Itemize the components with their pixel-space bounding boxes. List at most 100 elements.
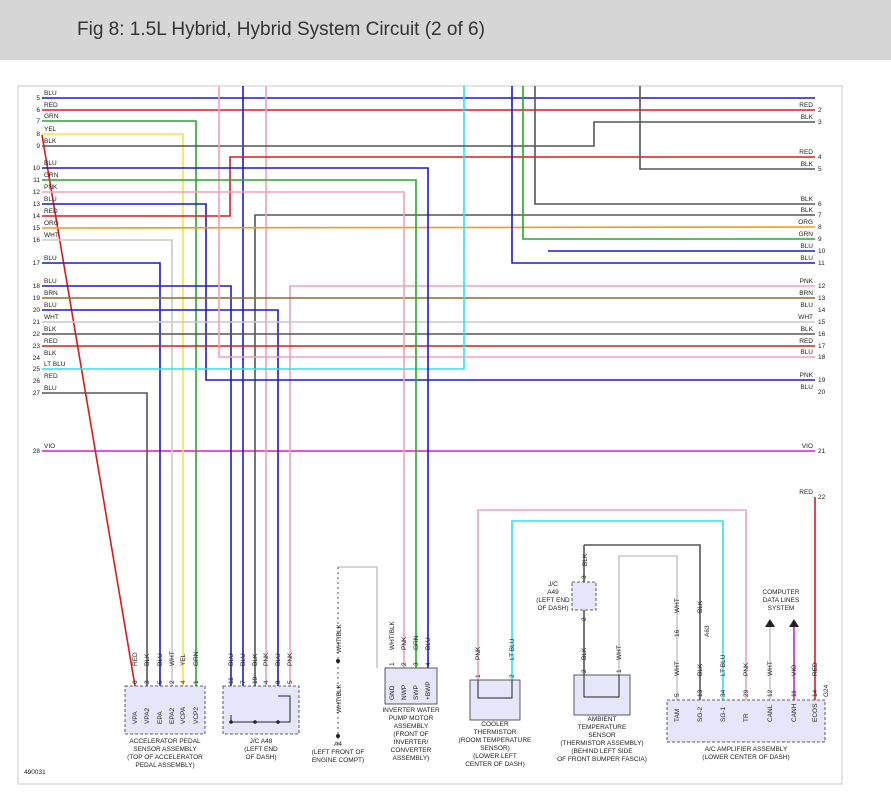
right-wire-number: 9 <box>818 236 822 243</box>
ac-amp-pin-name: CANH <box>791 703 798 722</box>
jc-a49-pin-top: 3 <box>581 575 588 579</box>
ac-amp-pin-name: TAM <box>674 709 681 722</box>
jc-a49-caption: J/C <box>548 581 558 588</box>
a4-caption: A4 <box>334 741 342 748</box>
wire-right-12-jc-a48 <box>289 285 815 686</box>
right-wire-number: 4 <box>818 154 822 161</box>
right-wire-number: 20 <box>818 389 826 396</box>
accel-pin-color: YEL <box>180 653 187 666</box>
left-wire-color-label: BLU <box>44 385 57 392</box>
wire-left-26-vpa <box>41 134 136 687</box>
left-wire-color-label: GRN <box>44 172 59 179</box>
ac-amp-pin-number: 12 <box>767 689 774 697</box>
header-bar: Fig 8: 1.5L Hybrid, Hybrid System Circui… <box>0 0 891 60</box>
ac-amp-connector: G24 <box>823 684 830 697</box>
wire-sg2-blk <box>584 544 701 700</box>
jc-a49-wire-label: BLK <box>582 553 589 566</box>
right-wire-number: 12 <box>818 283 826 290</box>
left-wire-color-label: BLU <box>44 196 57 203</box>
accel-pin-name: VCP2 <box>193 707 200 724</box>
left-wire-number: 20 <box>33 307 41 314</box>
ac-amp-pin-name: SG-2 <box>697 706 704 722</box>
left-wire-number: 27 <box>33 390 41 397</box>
accel-pin-name: EPA <box>157 711 164 724</box>
ac-amp-upper-num: 16 <box>674 629 681 637</box>
right-wire-color-label: BRN <box>799 290 813 297</box>
wire-left-9-right-3 <box>42 121 815 147</box>
splice-dot <box>336 659 340 663</box>
left-wire-color-label: BLU <box>44 160 57 167</box>
left-wire-number: 28 <box>33 448 41 455</box>
pump-pin-color: PNK <box>401 636 408 650</box>
pump-pin-name: +BWP <box>425 681 432 700</box>
jc-a48-pin-color: BLU <box>228 653 235 666</box>
ambient-thermistor-symbol <box>583 675 620 698</box>
canh-arrow-icon <box>789 619 799 627</box>
ac-amp-pin-color: VIO <box>791 665 798 676</box>
right-wire-color-label: PNK <box>800 278 814 285</box>
left-wire-color-label: RED <box>44 338 58 345</box>
wire-left-25-lt-blu <box>42 86 465 370</box>
left-wire-color-label: RED <box>44 373 58 380</box>
wire-right-7-jc-a48 <box>254 214 815 686</box>
accel-pin-name: VCPA <box>180 706 187 724</box>
pump-pin-number: 3 <box>413 662 420 666</box>
left-wire-color-label: ORG <box>44 220 59 227</box>
wire-left-18-jc-a48 <box>42 285 232 686</box>
pump-pin-color: GRN <box>413 635 420 650</box>
right-wire-color-label: BLU <box>800 384 813 391</box>
left-wire-color-label: BRN <box>44 290 58 297</box>
left-wire-number: 25 <box>33 366 41 373</box>
right-wire-number: 18 <box>818 354 826 361</box>
ac-amp-upper-wht: WHT <box>674 598 681 613</box>
jc-a48-pin-number: 19 <box>252 676 259 684</box>
wire-left-8-vcpa <box>42 133 184 686</box>
pump-pin-name: SWP <box>413 685 420 700</box>
left-wire-color-label: RED <box>44 208 58 215</box>
left-wire-color-label: BLK <box>44 326 57 333</box>
ac-amp-pin-number: 5 <box>674 693 681 697</box>
wire-left-17-epa <box>42 262 161 686</box>
right-wire-color-label: RED <box>799 149 813 156</box>
left-wire-color-label: LT BLU <box>44 361 66 368</box>
right-wire-color-label: BLU <box>800 302 813 309</box>
wire-ambient-wht-tam <box>618 555 678 700</box>
ac-amp-pin-number: 13 <box>697 689 704 697</box>
wire-top-right-5 <box>639 86 815 170</box>
pump-caption: ASSEMBLY <box>394 723 429 730</box>
right-wire-number: 13 <box>818 295 826 302</box>
wire-left-24-vpa2 <box>42 392 148 686</box>
pump-box <box>384 667 438 705</box>
left-wire-number: 22 <box>33 331 41 338</box>
accel-pin-name: VPA2 <box>144 707 151 724</box>
jc-a48-pin-color: BLU <box>240 653 247 666</box>
canl-arrow-icon <box>765 619 775 627</box>
ac-amp-pin-number: 11 <box>791 690 798 697</box>
left-wire-number: 9 <box>36 143 40 150</box>
right-wire-color-label: BLK <box>801 207 814 214</box>
pump-pin-number: 4 <box>425 662 432 666</box>
wire-left-12-nwp <box>42 191 405 668</box>
right-wire-color-label: RED <box>799 338 813 345</box>
right-wire-color-label: RED <box>799 489 813 496</box>
pump-caption: (FRONT OF <box>393 731 428 738</box>
right-wire-color-label: BLK <box>801 114 814 121</box>
left-wire-number: 18 <box>33 283 41 290</box>
right-wire-color-label: ORG <box>798 219 813 226</box>
accel-pin-color: BLK <box>144 653 151 666</box>
accel-pin-name: EPA2 <box>169 707 176 724</box>
ambient-caption: TEMPERATURE <box>578 724 627 731</box>
left-wire-number: 19 <box>33 295 41 302</box>
jc-a49-caption: (LEFT END <box>536 597 570 604</box>
right-wire-number: 17 <box>818 343 826 350</box>
diagram-id: 490031 <box>24 769 46 776</box>
pump-pin-name: GND <box>389 685 396 700</box>
left-wire-number: 7 <box>36 118 40 125</box>
ambient-pin-number: 1 <box>616 669 623 673</box>
right-wire-color-label: BLK <box>801 326 814 333</box>
a4-caption: ENGINE COMPT) <box>312 757 364 764</box>
left-wire-number: 10 <box>33 165 41 172</box>
ac-amp-pin-name: ECOS <box>812 703 819 722</box>
pump-caption: ASSEMBLY) <box>393 755 430 762</box>
pump-pin-number: 2 <box>401 662 408 666</box>
